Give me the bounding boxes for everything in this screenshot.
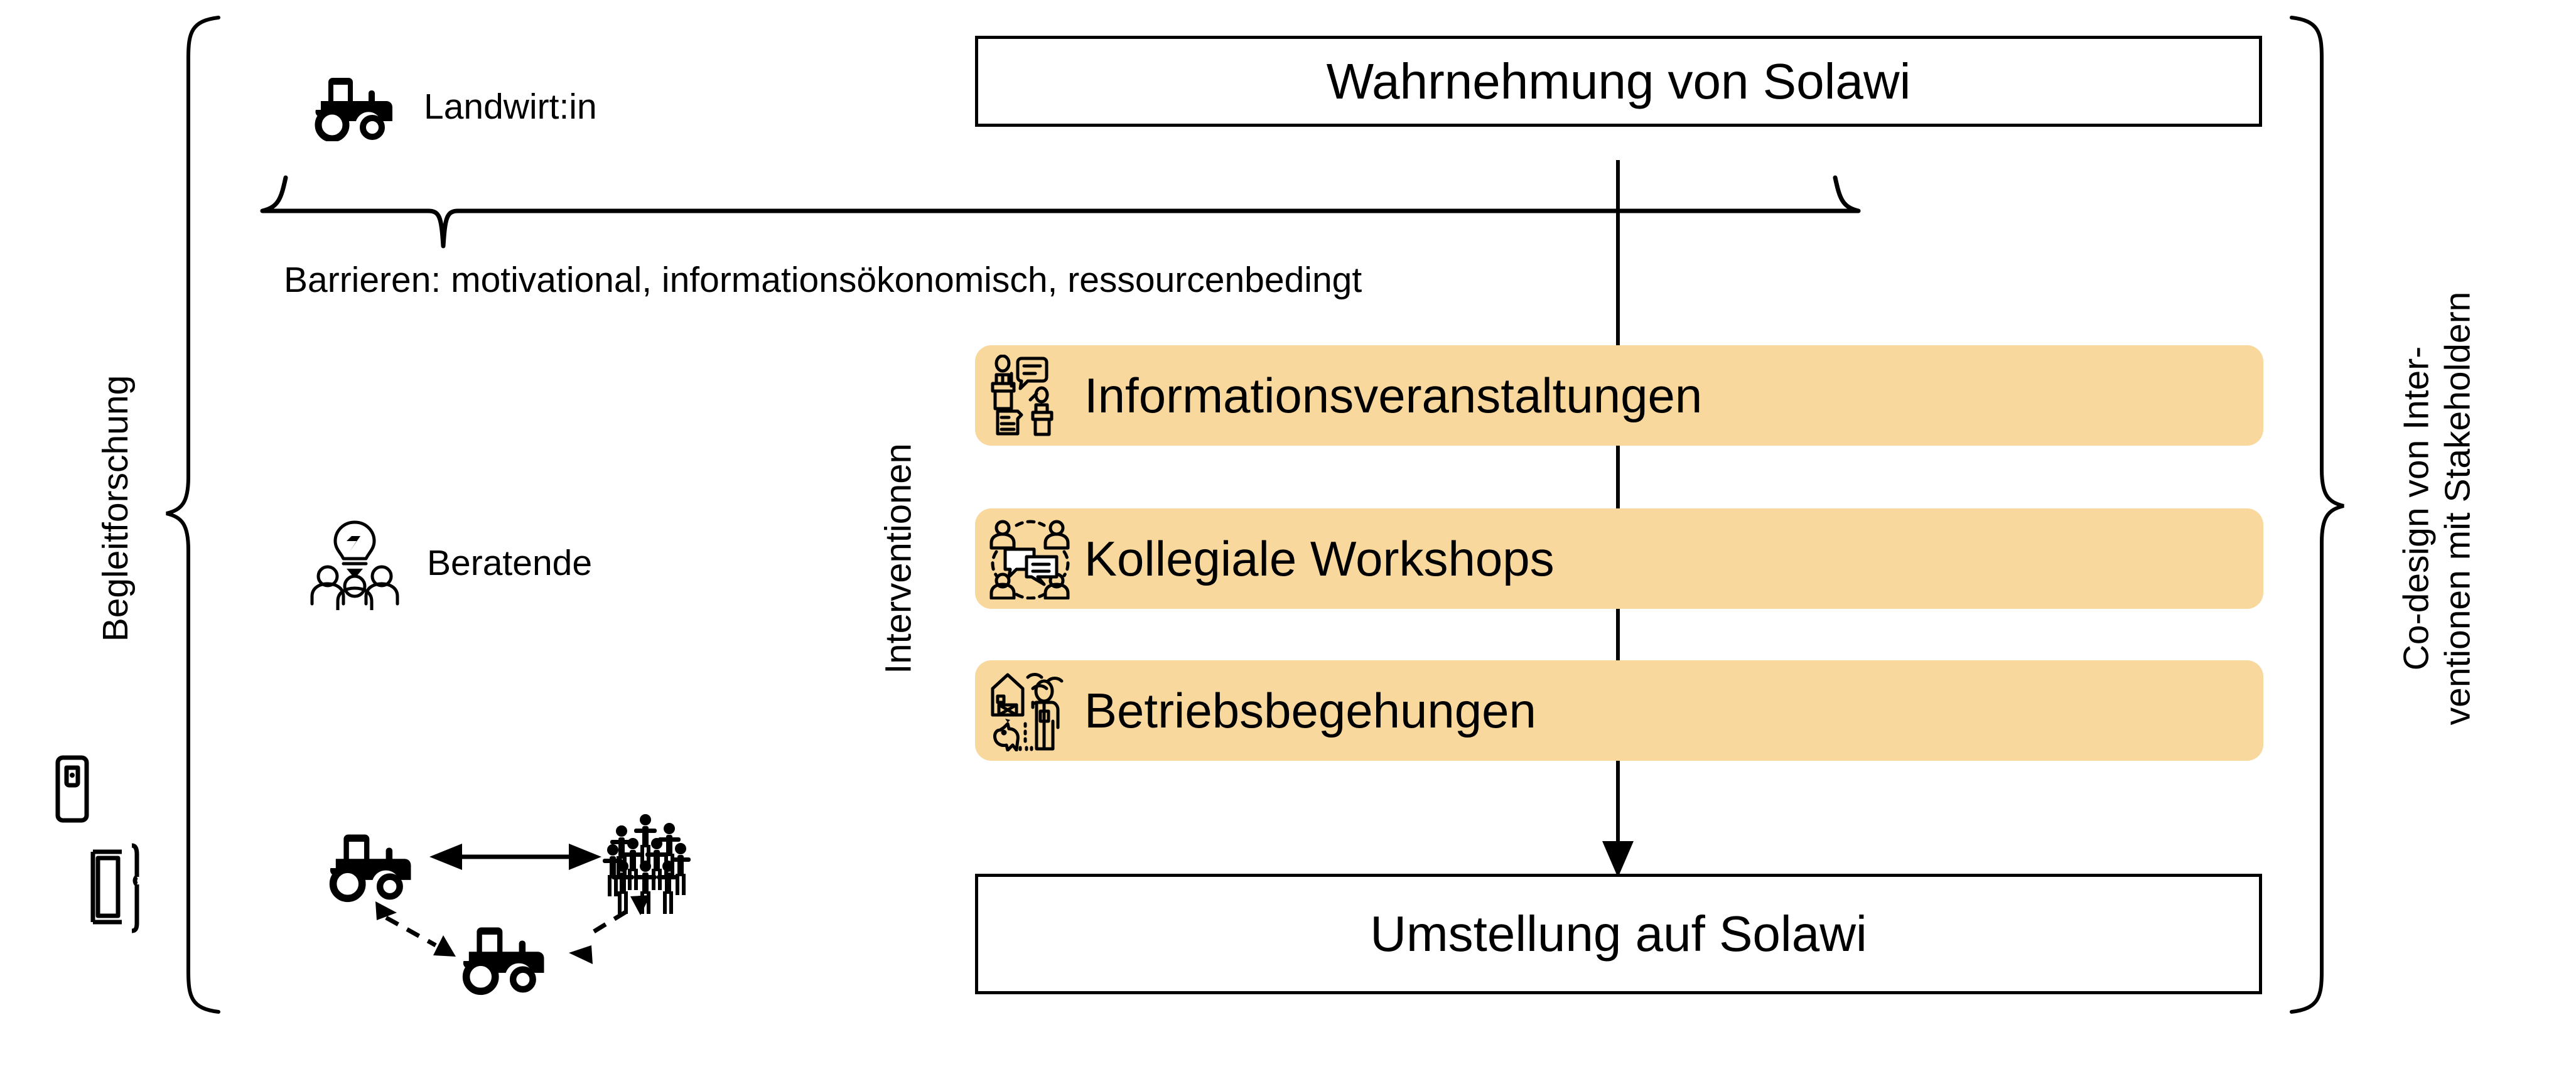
network-edge-dashed-b-arrow-left (569, 945, 593, 964)
actor-advisor-label: Beratende (427, 543, 593, 583)
network-tractor-b (462, 927, 544, 996)
network-edge-dashed-a (385, 915, 437, 948)
podium-presentation-icon (991, 355, 1054, 436)
actor-advisor: Beratende (308, 516, 592, 610)
barriers-caption: Barrieren: motivational, informationsöko… (284, 260, 1362, 300)
flow-arrow-head (1602, 841, 1634, 878)
network-edge-solid-arrow-right (569, 844, 601, 870)
actor-farmer-label: Landwirt:in (424, 87, 597, 127)
farm-visit-icon (991, 673, 1064, 751)
actor-farmer: Landwirt:in (311, 72, 597, 141)
network-edge-dashed-a-arrow-up (375, 901, 397, 920)
conversion-box: Umstellung auf Solawi (975, 874, 2262, 994)
codesign-label-line1: Co-design von Inter- (2396, 346, 2437, 671)
intervention-farm-visits[interactable]: Betriebsbegehungen (975, 660, 2263, 761)
begleitforschung-label: Begleitforschung (95, 375, 136, 642)
perception-box-label: Wahrnehmung von Solawi (1326, 53, 1911, 109)
network-tractor-a (329, 834, 411, 903)
intervention-farm-visits-label: Betriebsbegehungen (1084, 682, 1536, 738)
network-edge-dashed-b (593, 906, 634, 933)
clipboard-icon (55, 755, 89, 823)
perception-box: Wahrnehmung von Solawi (975, 36, 2262, 127)
barriers-brace (260, 175, 1861, 249)
intervention-peer-workshops[interactable]: Kollegiale Workshops (975, 508, 2263, 609)
conversion-box-label: Umstellung auf Solawi (1370, 906, 1867, 962)
research-icons-group (55, 755, 139, 933)
network-edge-dashed-b-arrow-right (630, 895, 650, 915)
network-edge-solid-arrow-left (429, 844, 462, 870)
stakeholder-network (329, 814, 691, 996)
left-curly-brace (166, 16, 220, 1014)
intervention-info-events[interactable]: Informationsveranstaltungen (975, 345, 2263, 446)
intervention-info-events-label: Informationsveranstaltungen (1084, 367, 1703, 423)
network-edge-dashed-a-arrow-down (433, 935, 456, 957)
lightbulb-group-icon (310, 520, 399, 610)
codesign-label-line2: ventionen mit Stakeholdern (2437, 291, 2477, 726)
intervention-peer-workshops-label: Kollegiale Workshops (1084, 530, 1555, 586)
codesign-label: Co-design von Inter- ventionen mit Stake… (2396, 292, 2478, 726)
group-discussion-icon (989, 520, 1070, 599)
interventionen-axis-label: Interventionen (878, 443, 919, 674)
right-curly-brace (2290, 16, 2344, 1014)
document-board-icon (90, 843, 139, 933)
tractor-icon (315, 78, 392, 141)
